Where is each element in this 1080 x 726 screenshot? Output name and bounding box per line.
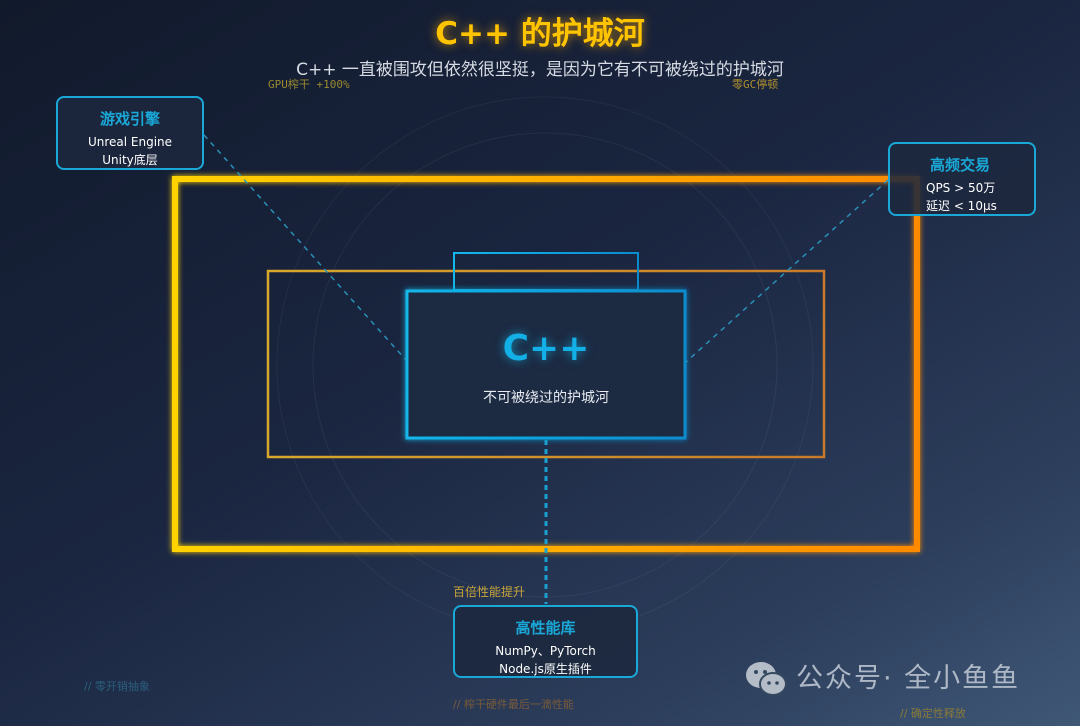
core-caption: 不可被绕过的护城河 — [483, 390, 609, 406]
label-hardware: // 榨干硬件最后一滴性能 — [453, 698, 574, 711]
card-hft: 高频交易 QPS > 50万 延迟 < 10μs — [888, 142, 1036, 216]
label-gpu: GPU榨干 +100% — [268, 78, 350, 91]
page-subtitle: C++ 一直被围攻但依然很坚挺，是因为它有不可被绕过的护城河 — [296, 60, 784, 80]
card-game-engine: 游戏引擎 Unreal Engine Unity底层 — [56, 96, 204, 170]
card-title: 高频交易 — [930, 156, 991, 174]
card-title: 高性能库 — [515, 619, 576, 637]
label-zero-cost: // 零开销抽象 — [84, 680, 150, 693]
watermark-text: 公众号· 全小鱼鱼 — [796, 663, 1021, 694]
middle-wall — [266, 269, 826, 459]
card-line: Unreal Engine — [87, 135, 173, 149]
wechat-icon — [746, 662, 787, 696]
page-title: C++ 的护城河 — [435, 16, 645, 52]
card-line: Node.js原生插件 — [499, 662, 592, 676]
card-line: Unity底层 — [102, 153, 158, 167]
connector-line — [203, 134, 407, 361]
card-title: 游戏引擎 — [99, 110, 160, 128]
label-gc: 零GC停顿 — [732, 78, 779, 91]
card-line: NumPy、PyTorch — [495, 644, 596, 658]
label-perf: 百倍性能提升 — [453, 585, 526, 599]
label-deterministic: // 确定性释放 — [900, 707, 966, 720]
core-box — [405, 289, 687, 440]
card-hp-libs: 高性能库 NumPy、PyTorch Node.js原生插件 — [453, 605, 638, 678]
card-line: QPS > 50万 — [926, 181, 996, 195]
core-name: C++ — [502, 328, 590, 369]
card-line: 延迟 < 10μs — [926, 199, 997, 213]
